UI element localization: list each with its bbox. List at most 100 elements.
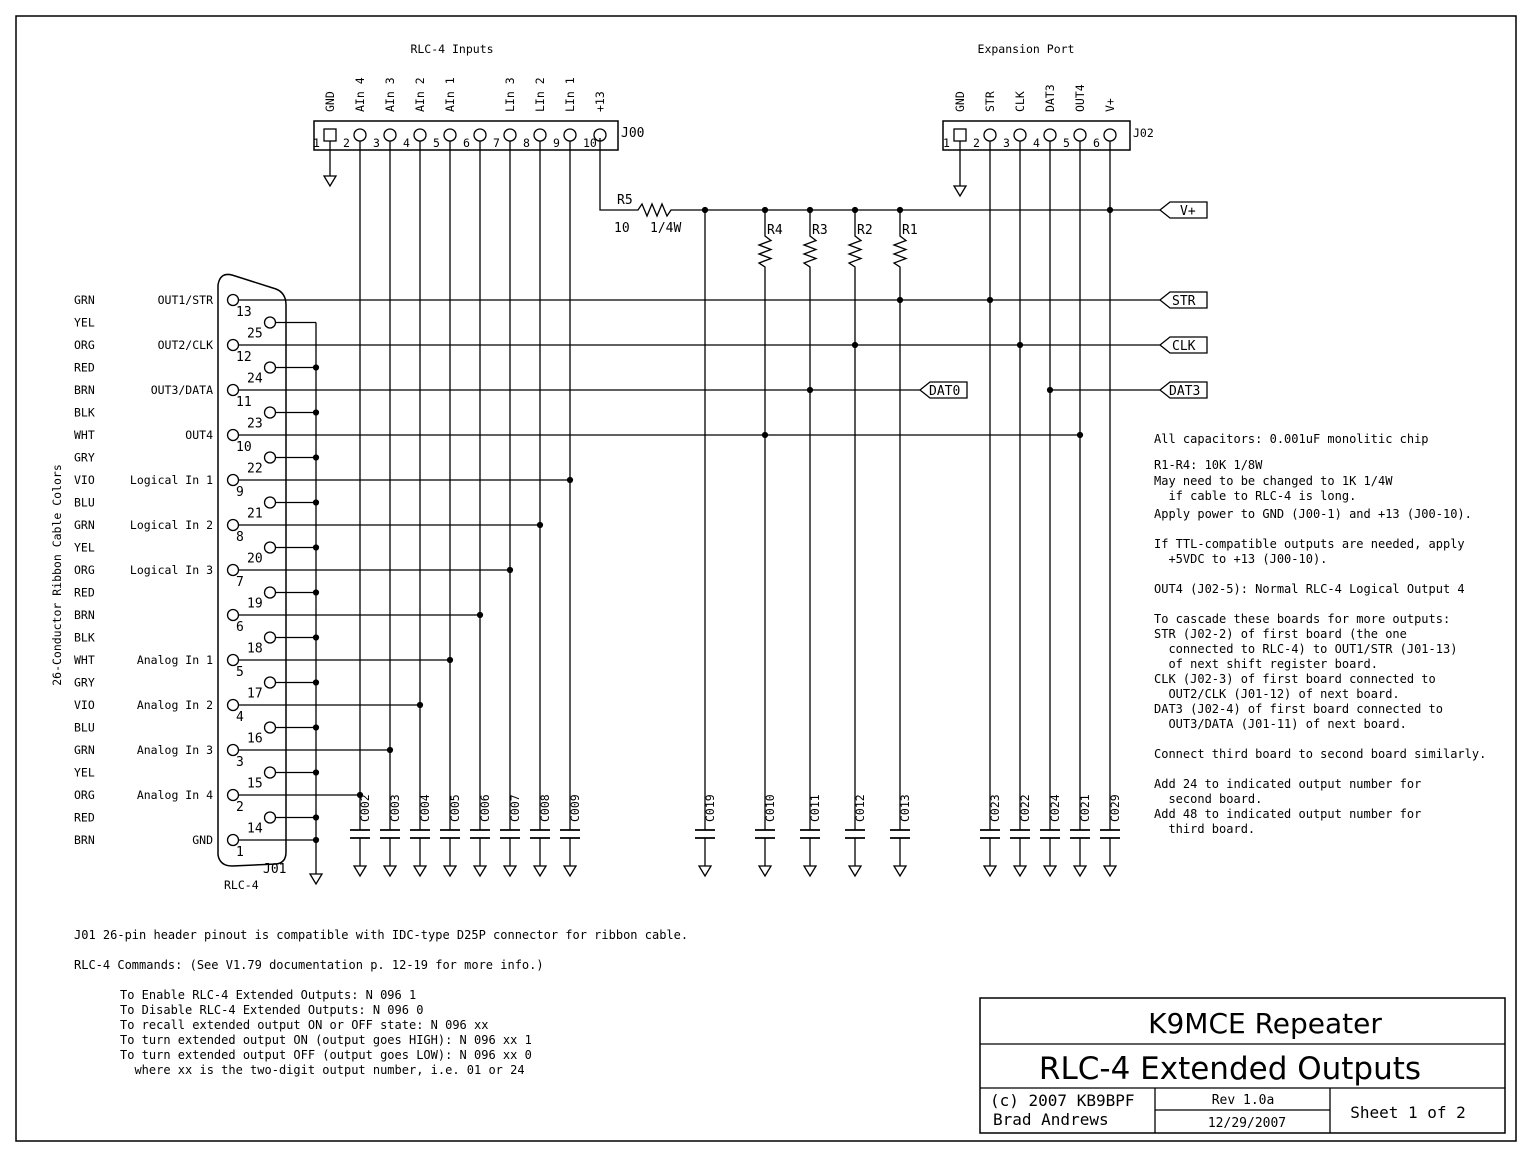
capacitor-label: C005 [448,794,462,822]
expansion-port-header: Expansion Port [978,42,1075,56]
net-flag-dat3: DAT3 [1158,381,1208,399]
j01-pin-11 [226,383,240,397]
resistor: R4 [757,210,783,830]
pin-circle [503,128,517,142]
svg-text:STR: STR [1172,294,1196,309]
capacitor-label: C004 [418,794,432,822]
j01-pin-8 [226,518,240,532]
j01-pin-label: Logical In 1 [130,473,213,487]
note-line: OUT3/DATA (J01-11) of next board. [1154,717,1407,731]
title-line-2: RLC-4 Extended Outputs [1039,1051,1421,1087]
cable-color: BLU [74,496,95,510]
capacitor-label: C008 [538,794,552,822]
cable-color: BRN [74,833,95,847]
j01-pin-number: 18 [247,642,263,657]
j01-pin-number: 21 [247,507,263,522]
pin-number: 4 [1033,136,1040,150]
pin-label: +13 [593,91,607,112]
pin-label: AIn 4 [353,77,367,112]
cable-color: BRN [74,383,95,397]
j01-pin-number: 7 [236,575,244,590]
resistor-ref: R1 [902,223,918,238]
note-line: All capacitors: 0.001uF monolitic chip [1154,432,1429,446]
j01-pin-number: 24 [247,372,263,387]
junction-dot [1106,206,1114,214]
j01-name: RLC-4 [224,878,259,892]
cable-color: YEL [74,316,95,330]
net-flag-dat0: DAT0 [918,381,968,399]
capacitor-label: C029 [1108,794,1122,822]
note-line: R1-R4: 10K 1/8W [1154,458,1263,472]
cable-color: YEL [74,541,95,555]
j01-pin-12 [226,338,240,352]
j01-pin-number: 3 [236,755,244,770]
note-line: If TTL-compatible outputs are needed, ap… [1154,537,1465,551]
capacitor-c010: C010 [755,794,777,878]
pin-circle [353,128,367,142]
capacitor-label: C022 [1018,794,1032,822]
pin-circle [1073,128,1087,142]
note-line: connected to RLC-4) to OUT1/STR (J01-13) [1154,642,1457,656]
date: 12/29/2007 [1208,1116,1286,1131]
j01-pin-number: 9 [236,485,244,500]
j01-pin-label: Analog In 2 [137,698,213,712]
capacitor-c029: C029 [1100,794,1122,878]
capacitor-c005: C005 [440,794,462,878]
j01-pin-16 [263,721,277,734]
pin-label: LIn 2 [533,77,547,112]
resistor-ref: R3 [812,223,828,238]
resistor: R1 [892,210,918,830]
capacitor-label: C024 [1048,794,1062,822]
pin-number: 4 [403,136,410,150]
cable-color: GRN [74,518,95,532]
note-line: third board. [1154,822,1255,836]
cable-color: GRN [74,743,95,757]
title-line-1: K9MCE Repeater [1148,1007,1382,1040]
j01-pin-9 [226,473,240,487]
rlc-inputs-header: RLC-4 Inputs [410,42,493,56]
cable-color: GRY [74,676,95,690]
note-line: Add 48 to indicated output number for [1154,807,1421,821]
j01-pin-1 [226,833,240,847]
j01-pin-24 [263,361,277,374]
cable-color: GRN [74,293,95,307]
resistor-ref: R2 [857,223,873,238]
pin-label: AIn 1 [443,77,457,112]
j01-pin-number: 11 [236,395,252,410]
j01-pin-20 [263,541,277,554]
j01-pin-label: OUT1/STR [158,293,213,307]
capacitor-c011: C011 [800,794,822,878]
capacitor-c023: C023 [980,794,1002,878]
cable-color: BLK [74,406,95,420]
pin-label: V+ [1103,98,1117,112]
pin-label: GND [953,91,967,112]
bottom-notes: J01 26-pin header pinout is compatible w… [74,928,688,1077]
cable-color: WHT [74,428,95,442]
pin-circle [443,128,457,142]
pin-circle [413,128,427,142]
note-line: if cable to RLC-4 is long. [1154,489,1356,503]
j01-pin-number: 15 [247,777,263,792]
note-line: May need to be changed to 1K 1/4W [1154,474,1393,488]
j01-pin-number: 5 [236,665,244,680]
cable-color: ORG [74,788,95,802]
cable-color: BLK [74,631,95,645]
bottom-note: RLC-4 Commands: (See V1.79 documentation… [74,958,544,972]
capacitor-c024: C024 [1040,794,1062,878]
j01-pin-23 [263,406,277,419]
cable-color: RED [74,361,95,375]
connector-j01: J01 RLC-4 [217,273,287,892]
cable-color: ORG [74,338,95,352]
pin-number: 8 [523,136,530,150]
j01-pin-label: OUT4 [185,428,213,442]
pin-label: AIn 2 [413,77,427,112]
capacitor-label: C021 [1078,794,1092,822]
j01-pin-number: 4 [236,710,244,725]
pin-label: STR [983,91,997,112]
j01-pin-label: Logical In 3 [130,563,213,577]
ground-symbol [952,178,968,198]
command-line: where xx is the two-digit output number,… [120,1063,525,1077]
pin-circle [533,128,547,142]
junction-dot [312,836,320,844]
